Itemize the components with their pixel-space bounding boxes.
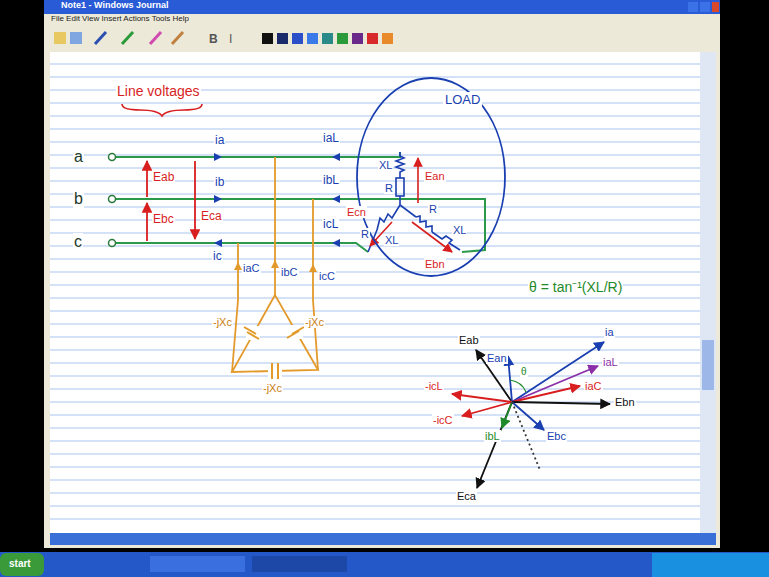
- phasor-label: Ebn: [614, 396, 636, 408]
- scrollbar: [700, 52, 716, 533]
- taskbar-button: [252, 556, 347, 572]
- start-button: [0, 553, 44, 576]
- terminals: [109, 154, 116, 247]
- toolbar-icons: [54, 32, 393, 44]
- region-title: LOAD: [443, 92, 482, 107]
- current-label: iaC: [242, 262, 261, 274]
- taskbar: [0, 552, 769, 577]
- phase-name: a: [73, 148, 84, 166]
- phasor-label: ibL: [484, 430, 501, 442]
- toolbar-button: I: [228, 33, 233, 46]
- capacitor-delta: [232, 157, 318, 372]
- tray: [652, 553, 769, 577]
- phasor-label: ia: [604, 326, 615, 338]
- scroll-thumb: [702, 340, 714, 390]
- current-label: ibL: [322, 174, 340, 187]
- voltage-label: Ean: [424, 170, 446, 182]
- current-label: icC: [318, 270, 336, 282]
- equation: θ = tan⁻¹(XL/R): [528, 280, 623, 295]
- phasor-label: Eca: [456, 490, 477, 502]
- start-label: start: [8, 558, 32, 569]
- wye-load: [368, 152, 460, 252]
- current-label: ibC: [280, 266, 299, 278]
- current-arrows: [214, 153, 340, 247]
- capacitor-plates: [244, 325, 304, 379]
- voltage-label: Ebc: [152, 213, 175, 226]
- window-frame: [44, 0, 720, 548]
- voltage-label: Eab: [152, 171, 175, 184]
- taskbar-button: [150, 556, 245, 572]
- reactance-label: XL: [452, 224, 467, 236]
- voltage-label: Eca: [200, 210, 223, 223]
- menu-bar: File Edit View Insert Actions Tools Help: [50, 15, 190, 24]
- annotation: Line voltages: [116, 84, 201, 99]
- phasor-label: Ean: [486, 352, 508, 364]
- reactance-label: XL: [384, 234, 399, 246]
- resistor-label: R: [384, 182, 394, 194]
- reactance-label: -jXc: [212, 316, 233, 328]
- current-label: icL: [322, 218, 339, 231]
- status-bar: [50, 533, 716, 545]
- ruled-lines: [50, 64, 700, 519]
- phasor-label: -icC: [432, 414, 454, 426]
- toolbar-button: B: [208, 33, 219, 46]
- journal-page: [50, 52, 700, 533]
- phasor-diagram: [452, 342, 610, 488]
- window-button: [700, 2, 710, 12]
- close-button: [712, 2, 719, 12]
- current-label: ic: [212, 250, 223, 263]
- resistor-label: R: [360, 228, 370, 240]
- voltage-arrows: [147, 161, 195, 241]
- phase-name: c: [73, 233, 83, 251]
- resistor-label: R: [428, 203, 438, 215]
- brace: [122, 104, 202, 116]
- phasor-label: iaL: [602, 356, 619, 368]
- phasor-label: Eab: [458, 334, 480, 346]
- voltage-label: Ecn: [346, 206, 367, 218]
- window-title: Note1 - Windows Journal: [60, 1, 169, 11]
- voltage-label: Ebn: [424, 258, 446, 270]
- reactance-label: -jXc: [304, 316, 325, 328]
- phase-name: b: [73, 190, 84, 208]
- angle-label: θ: [520, 366, 528, 377]
- phasor-label: Ebc: [546, 430, 567, 442]
- reactance-label: XL: [378, 159, 393, 171]
- supply-lines: [116, 152, 485, 252]
- phasor-label: iaC: [584, 380, 603, 392]
- phase-voltage-arrows: [370, 158, 452, 252]
- title-bar: [44, 0, 720, 14]
- current-label: iaL: [322, 132, 340, 145]
- reactance-label: -jXc: [262, 382, 283, 394]
- current-label: ib: [214, 176, 225, 189]
- window-button: [688, 2, 698, 12]
- phasor-label: -icL: [424, 380, 444, 392]
- current-label: ia: [214, 134, 225, 147]
